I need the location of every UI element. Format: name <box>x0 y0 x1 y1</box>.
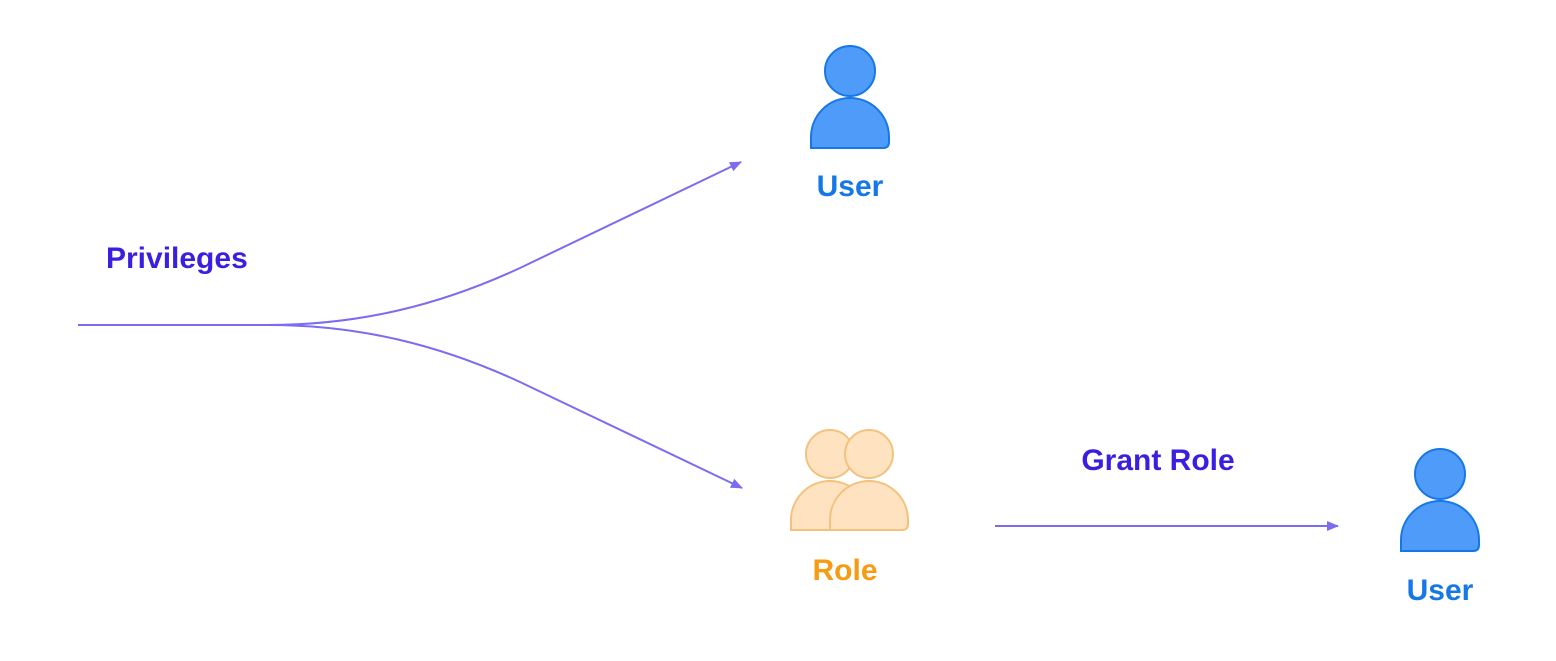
arrow-to-user <box>267 161 742 326</box>
user-label: User <box>816 170 884 203</box>
user-label-right: User <box>1406 574 1474 607</box>
grant-role-label: Grant Role <box>1081 444 1235 477</box>
user-icon <box>1400 448 1480 552</box>
group-icon <box>790 429 909 531</box>
user-icon <box>810 45 890 149</box>
arrow-to-role <box>267 324 743 489</box>
privileges-label: Privileges <box>106 242 248 275</box>
role-label: Role <box>812 554 878 587</box>
